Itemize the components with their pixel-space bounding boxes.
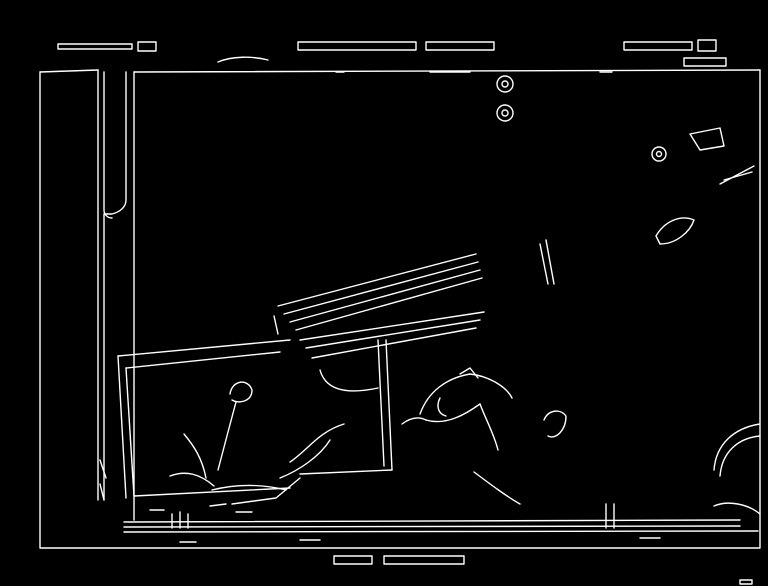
tilted-panel [273, 253, 485, 359]
bottom-rails [123, 503, 759, 565]
top-center-circles [496, 75, 514, 122]
right-side-shapes [539, 127, 761, 515]
figure-sketch [169, 381, 345, 505]
creature-sketch [401, 367, 567, 505]
box-frame [117, 339, 393, 499]
header-text-blobs [57, 39, 727, 67]
stray-edges [99, 71, 753, 585]
outer-frame [39, 69, 761, 549]
